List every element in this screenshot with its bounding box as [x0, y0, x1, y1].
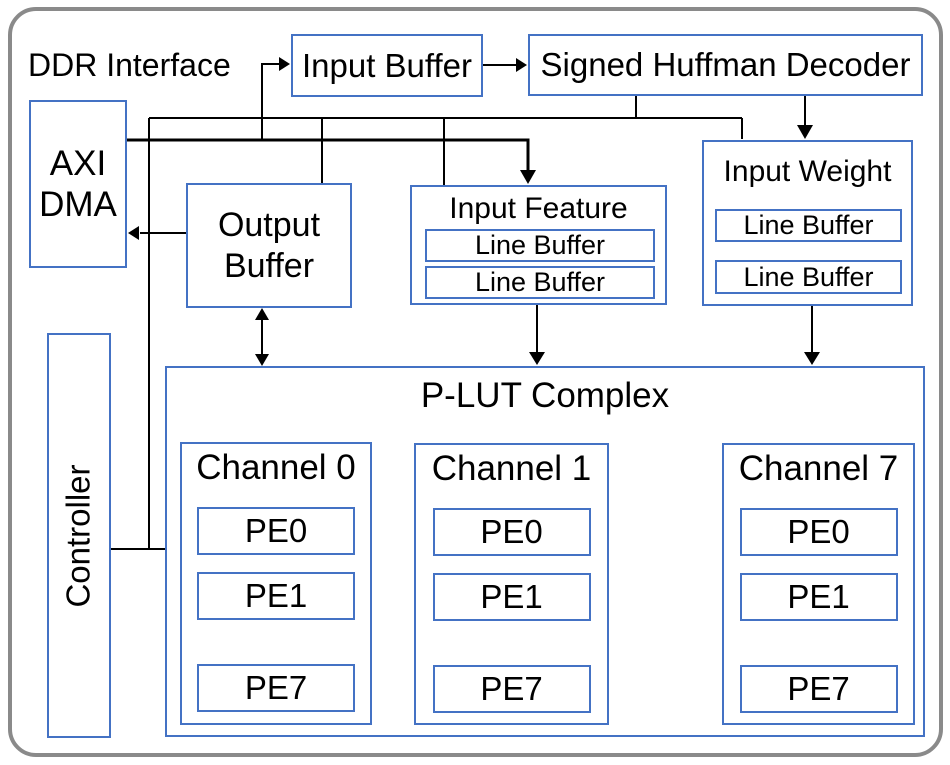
line-buffer-label: Line Buffer: [474, 267, 606, 297]
pe-label: PE1: [244, 577, 308, 614]
signed-huffman-decoder-block: Signed Huffman Decoder: [528, 34, 923, 96]
channel-0-pe0: PE0: [197, 507, 355, 555]
arrowhead-input-weight-into-plut: [804, 352, 820, 365]
output-buffer-label-line2: Buffer: [223, 246, 315, 285]
pe-label: PE7: [787, 670, 850, 707]
channel-0-block: Channel 0 PE0 PE1 PE7: [180, 442, 372, 725]
input-buffer-label: Input Buffer: [301, 46, 472, 84]
arrowhead-up-into-output-buffer: [255, 308, 269, 320]
channel-0-pe7: PE7: [197, 664, 355, 712]
axi-dma-label-line2: DMA: [39, 185, 117, 224]
pe-label: PE1: [787, 578, 850, 615]
channel-1-label: Channel 1: [431, 449, 592, 488]
pe-label: PE7: [480, 670, 543, 707]
axi-dma-block: AXI DMA: [29, 100, 127, 268]
channel-7-pe1: PE1: [739, 573, 898, 621]
arrowhead-down-into-plut-from-output-buffer: [255, 354, 269, 366]
channel-7-block: Channel 7 PE0 PE1 PE7: [722, 443, 915, 725]
signed-huffman-decoder-label: Signed Huffman Decoder: [540, 46, 911, 83]
axi-dma-label-line1: AXI: [49, 143, 107, 183]
output-buffer-label-line1: Output: [217, 206, 321, 245]
pe-label: PE0: [244, 512, 308, 549]
pe-label: PE0: [787, 513, 850, 550]
pe-label: PE7: [244, 669, 308, 706]
arrowhead-input-feature-into-plut: [529, 352, 545, 365]
plut-complex-block: P-LUT Complex Channel 0 PE0 PE1 PE7 Chan…: [165, 366, 925, 737]
line-buffer-label: Line Buffer: [743, 261, 874, 292]
arrowhead-decoder-into-input-weight: [797, 125, 813, 139]
line-buffer-label: Line Buffer: [474, 230, 606, 260]
input-feature-line-buffer-1: Line Buffer: [425, 266, 655, 299]
controller-label: Controller: [60, 463, 97, 608]
arrowhead-into-axi-dma: [128, 226, 139, 240]
channel-0-pe1: PE1: [197, 572, 355, 620]
input-buffer-block: Input Buffer: [291, 34, 483, 97]
channel-1-block: Channel 1 PE0 PE1 PE7: [414, 443, 609, 725]
output-buffer-block: Output Buffer: [186, 183, 352, 308]
channel-1-pe7: PE7: [432, 665, 591, 713]
channel-1-pe1: PE1: [432, 573, 591, 621]
input-weight-line-buffer-1: Line Buffer: [715, 260, 902, 294]
arrowhead-into-decoder: [516, 58, 527, 72]
pe-label: PE1: [480, 578, 543, 615]
channel-0-label: Channel 0: [196, 448, 356, 487]
channel-7-pe7: PE7: [739, 665, 898, 713]
input-feature-block: Input Feature Line Buffer Line Buffer: [410, 185, 667, 305]
dma-bus-wire: [127, 138, 530, 171]
controller-block: Controller: [47, 333, 111, 738]
ddr-interface-label: DDR Interface: [28, 47, 231, 83]
arrowhead-into-input-buffer: [279, 57, 290, 71]
input-feature-line-buffer-0: Line Buffer: [425, 229, 655, 262]
bus-to-input-buffer-wire: [260, 62, 279, 140]
input-weight-line-buffer-0: Line Buffer: [715, 209, 902, 242]
pe-label: PE0: [480, 513, 543, 550]
channel-1-pe0: PE0: [432, 508, 591, 556]
channel-7-label: Channel 7: [738, 449, 899, 488]
plut-complex-label: P-LUT Complex: [420, 376, 670, 415]
input-weight-label: Input Weight: [723, 155, 892, 188]
arrowhead-bus-into-input-feature: [520, 170, 536, 184]
input-feature-label: Input Feature: [449, 192, 628, 225]
line-buffer-label: Line Buffer: [743, 210, 874, 240]
input-weight-block: Input Weight Line Buffer Line Buffer: [702, 140, 913, 306]
channel-7-pe0: PE0: [739, 508, 898, 556]
